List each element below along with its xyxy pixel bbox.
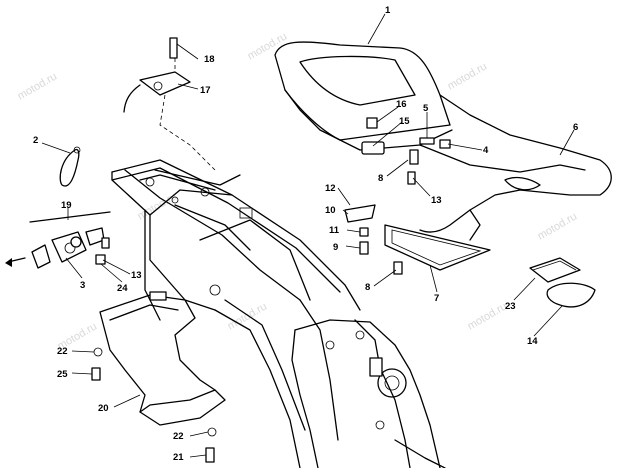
pouch-23 [529,257,581,283]
callout-9: 9 [333,242,338,253]
undertray-20 [91,291,226,463]
callout-24: 24 [117,283,128,294]
callout-22: 22 [173,431,184,442]
frame [111,159,446,468]
watermark: motod.ru [16,70,60,102]
seat-plate [344,204,491,275]
callout-15: 15 [399,116,410,127]
callout-3: 3 [80,280,85,291]
callout-6: 6 [573,122,578,133]
watermark-layer: motod.ru motod.ru motod.ru motod.ru moto… [16,30,580,352]
seat-cover [419,94,612,241]
callout-22: 22 [57,346,68,357]
watermark: motod.ru [446,60,490,92]
tab [149,291,167,301]
bolt-25 [91,367,101,381]
bracket-12 [344,204,376,223]
callout-14: 14 [527,336,538,347]
callout-17: 17 [200,85,211,96]
bolt-8-mid [393,261,403,275]
callout-18: 18 [204,54,215,65]
callout-16: 16 [396,99,407,110]
nut-11 [359,227,369,237]
bushing [31,244,51,269]
bolt-21 [205,447,215,463]
bolt-13-left [101,237,110,249]
arrow-icon [5,258,12,267]
watermark: motod.ru [536,210,580,242]
callout-5: 5 [423,103,429,114]
callout-19: 19 [61,200,72,211]
callout-25: 25 [57,369,68,380]
nut-24 [95,254,106,265]
leader-lines [41,13,575,458]
callout-1: 1 [385,5,391,16]
seat [274,41,453,151]
bolt-16 [366,117,378,129]
callouts: 1 2 3 4 5 6 7 8 8 9 10 11 12 13 13 14 15… [33,5,578,463]
bolt-18 [169,37,178,59]
callout-8: 8 [378,173,383,184]
latch-assembly [5,211,111,269]
callout-8: 8 [365,282,370,293]
callout-11: 11 [329,225,340,236]
seat-lock [123,37,216,171]
cable-2 [59,146,81,187]
callout-20: 20 [98,403,109,414]
clip-5 [419,137,435,145]
bracket-15 [361,141,385,155]
bolt-13-right [407,171,416,185]
seat-hardware [361,117,451,185]
bolt-9 [359,241,369,255]
callout-7: 7 [434,293,439,304]
bolt-8-top [409,149,419,165]
callout-13: 13 [431,195,442,206]
callout-10: 10 [325,205,336,216]
callout-23: 23 [505,301,516,312]
accessories [529,257,596,308]
latch-3 [51,231,87,263]
callout-12: 12 [325,183,336,194]
callout-21: 21 [173,452,184,463]
watermark: motod.ru [466,300,510,332]
tool-kit-14 [546,282,596,308]
callout-13: 13 [131,270,142,281]
callout-4: 4 [483,145,489,156]
lock-17 [139,71,191,96]
callout-2: 2 [33,135,38,146]
